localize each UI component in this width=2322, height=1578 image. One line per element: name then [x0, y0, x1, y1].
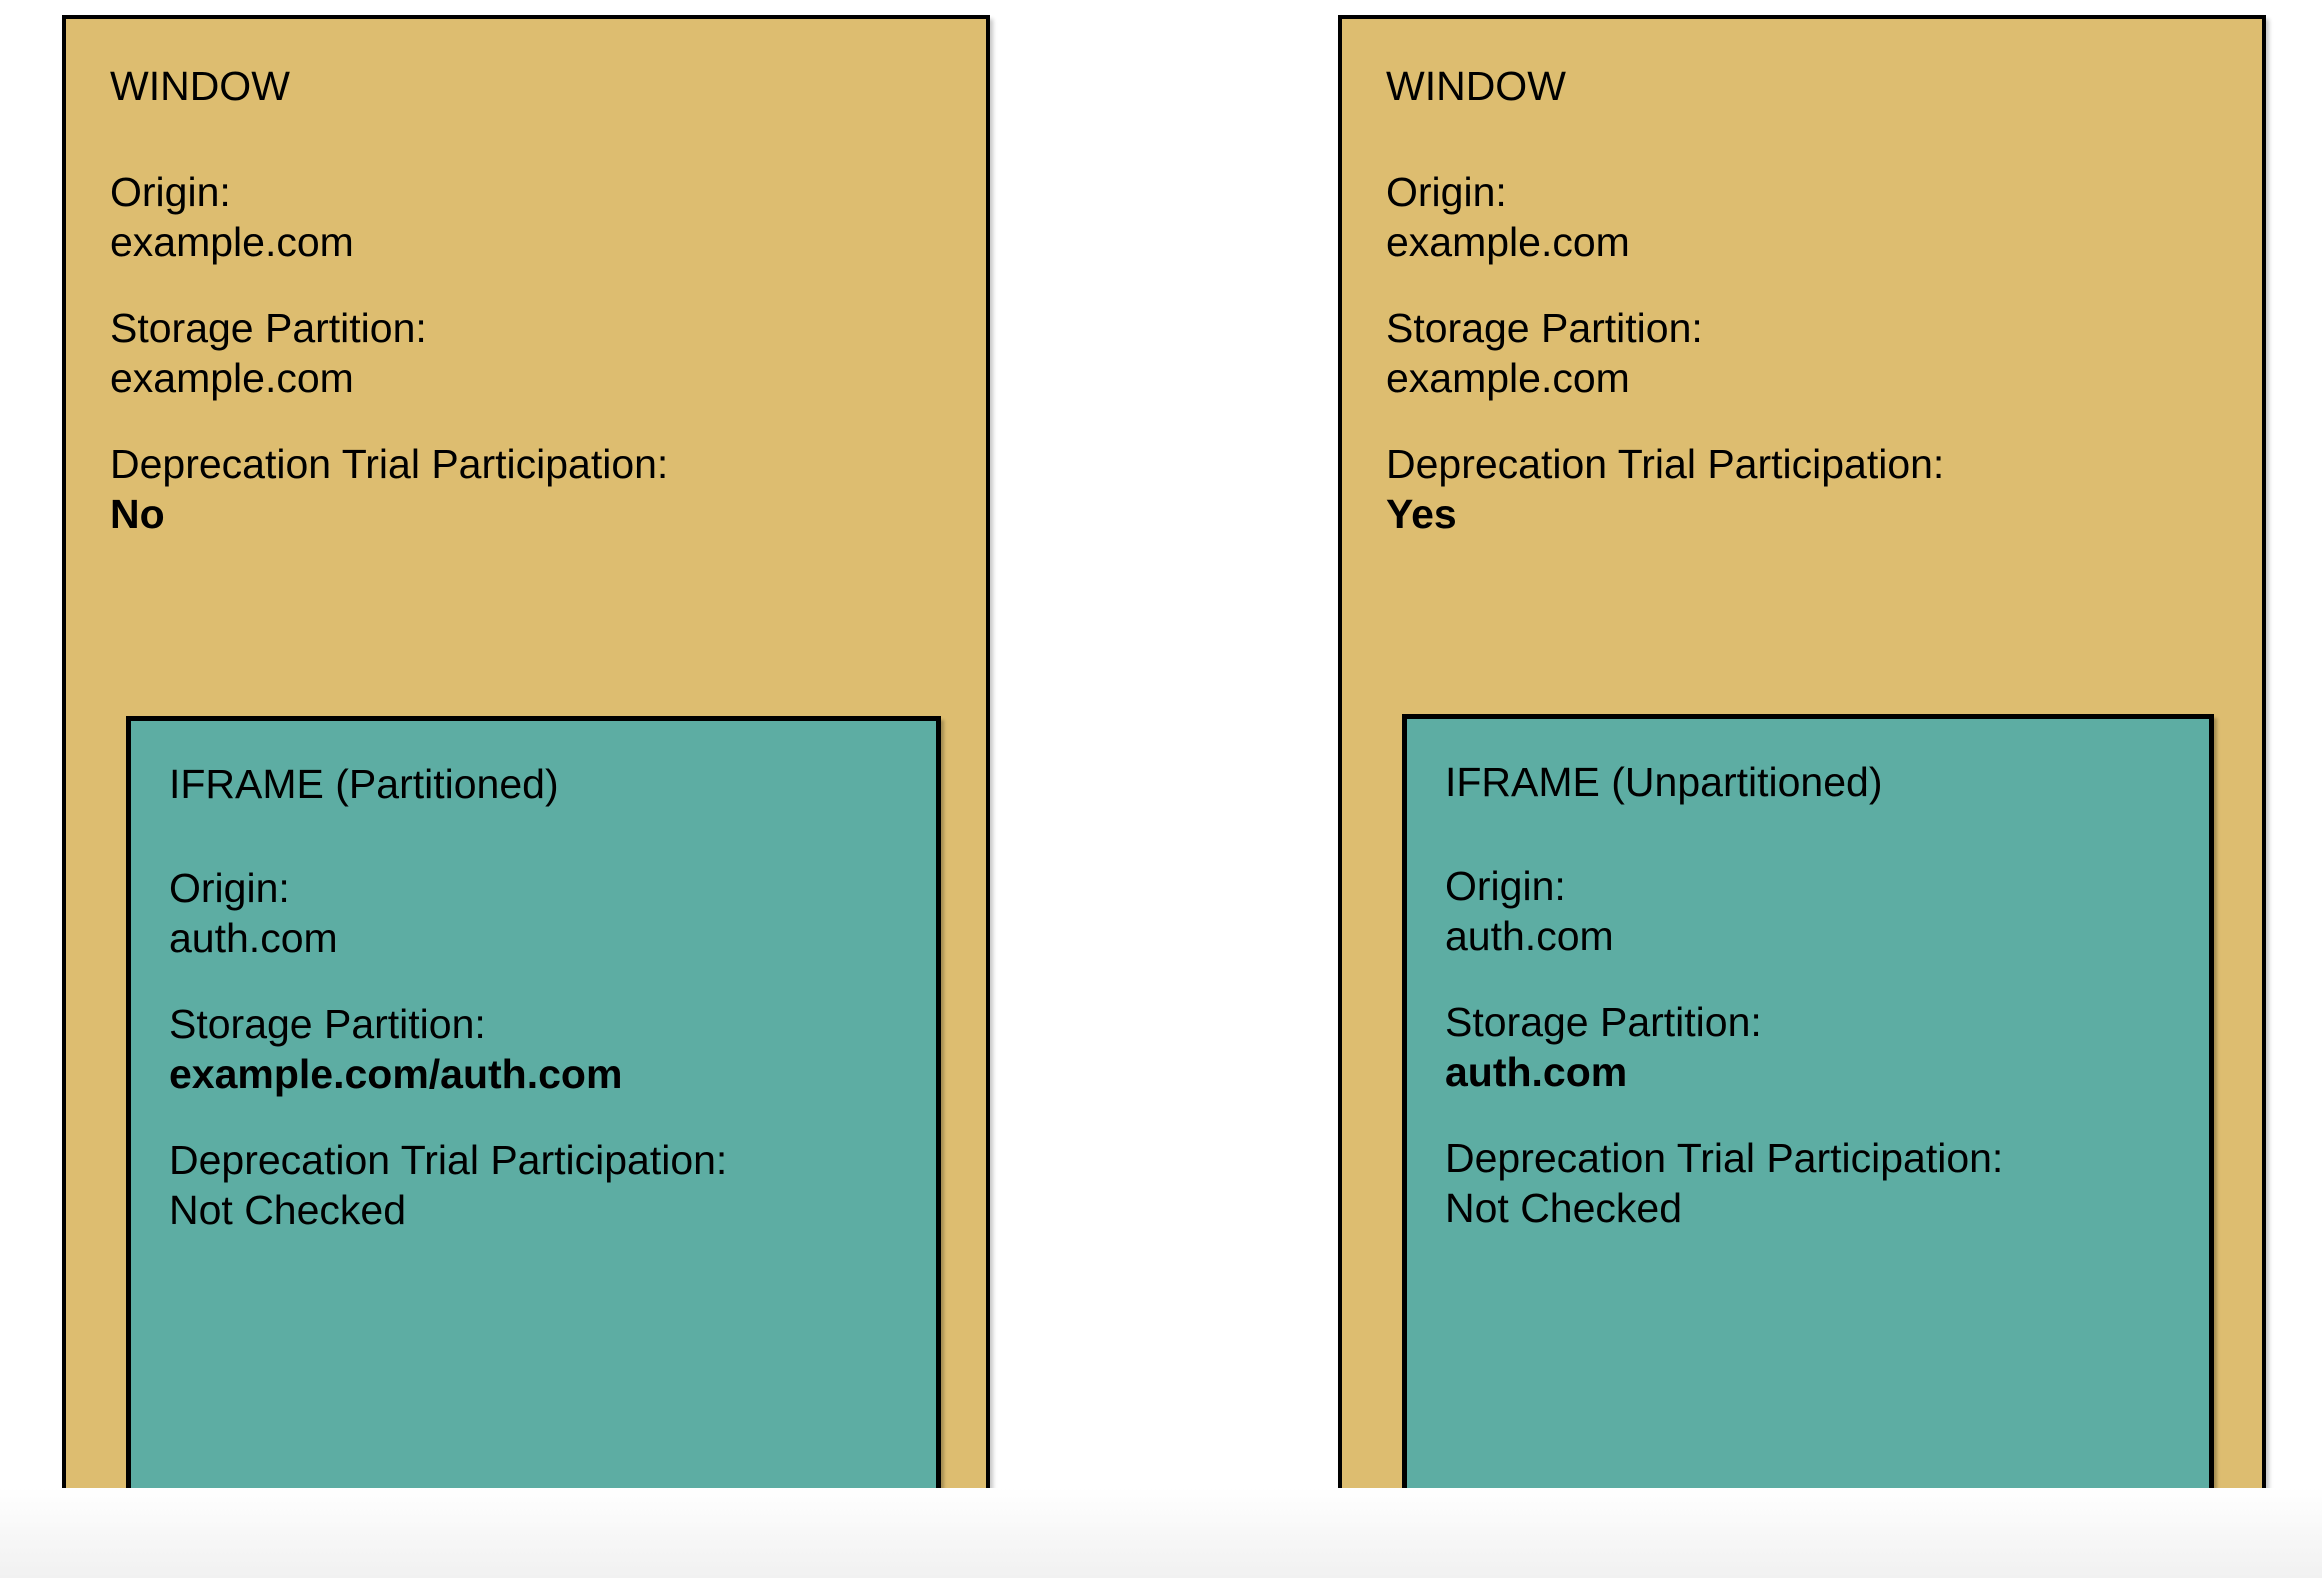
iframe-box-unpartitioned: IFRAME (Unpartitioned) Origin: auth.com …: [1402, 714, 2214, 1501]
window-title: WINDOW: [110, 63, 290, 109]
field-deprecation-trial-participation: Deprecation Trial Participation: Not Che…: [1445, 1133, 2185, 1233]
field-deprecation-trial-participation: Deprecation Trial Participation: Yes: [1386, 439, 2226, 539]
field-origin: Origin: auth.com: [1445, 861, 2185, 961]
iframe-box-partitioned: IFRAME (Partitioned) Origin: auth.com St…: [126, 716, 941, 1511]
field-deprecation-trial-participation: Deprecation Trial Participation: Not Che…: [169, 1135, 909, 1235]
field-deprecation-trial-participation: Deprecation Trial Participation: No: [110, 439, 950, 539]
field-label: Deprecation Trial Participation:: [1386, 441, 1945, 487]
field-value: No: [110, 491, 165, 537]
field-value: auth.com: [1445, 1049, 1628, 1095]
field-storage-partition: Storage Partition: example.com: [1386, 303, 2226, 403]
window-field-list: Origin: example.com Storage Partition: e…: [110, 167, 950, 539]
field-label: Storage Partition:: [1445, 999, 1762, 1045]
field-origin: Origin: auth.com: [169, 863, 909, 963]
field-label: Storage Partition:: [1386, 305, 1703, 351]
field-storage-partition: Storage Partition: example.com/auth.com: [169, 999, 909, 1099]
field-label: Storage Partition:: [110, 305, 427, 351]
field-label: Deprecation Trial Participation:: [110, 441, 669, 487]
field-value: Yes: [1386, 491, 1457, 537]
field-value: Not Checked: [169, 1187, 407, 1233]
window-title: WINDOW: [1386, 63, 1566, 109]
field-origin: Origin: example.com: [1386, 167, 2226, 267]
field-label: Deprecation Trial Participation:: [169, 1137, 728, 1183]
field-value: example.com: [1386, 219, 1630, 265]
iframe-field-list: Origin: auth.com Storage Partition: exam…: [169, 863, 909, 1235]
field-value: example.com: [110, 355, 354, 401]
field-value: example.com: [110, 219, 354, 265]
field-value: example.com: [1386, 355, 1630, 401]
field-label: Origin:: [1445, 863, 1566, 909]
iframe-title: IFRAME (Unpartitioned): [1445, 759, 1883, 805]
field-label: Deprecation Trial Participation:: [1445, 1135, 2004, 1181]
iframe-title: IFRAME (Partitioned): [169, 761, 559, 807]
field-origin: Origin: example.com: [110, 167, 950, 267]
field-storage-partition: Storage Partition: example.com: [110, 303, 950, 403]
field-label: Origin:: [169, 865, 290, 911]
window-box-partitioned: WINDOW Origin: example.com Storage Parti…: [62, 15, 990, 1551]
field-value: Not Checked: [1445, 1185, 1683, 1231]
field-label: Origin:: [110, 169, 231, 215]
field-label: Storage Partition:: [169, 1001, 486, 1047]
window-box-unpartitioned: WINDOW Origin: example.com Storage Parti…: [1338, 15, 2266, 1551]
field-value: example.com/auth.com: [169, 1051, 623, 1097]
window-field-list: Origin: example.com Storage Partition: e…: [1386, 167, 2226, 539]
field-value: auth.com: [1445, 913, 1614, 959]
field-label: Origin:: [1386, 169, 1507, 215]
field-storage-partition: Storage Partition: auth.com: [1445, 997, 2185, 1097]
field-value: auth.com: [169, 915, 338, 961]
iframe-field-list: Origin: auth.com Storage Partition: auth…: [1445, 861, 2185, 1233]
